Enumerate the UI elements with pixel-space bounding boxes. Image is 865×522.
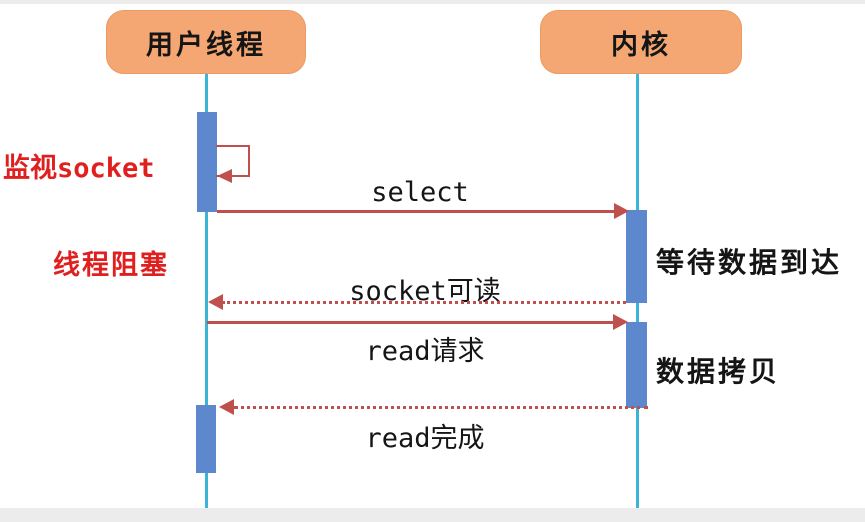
activation-bar-kernel-data-copy — [626, 322, 647, 408]
self-loop-arrowhead-icon — [217, 169, 232, 183]
actor-kernel-header: 内核 — [540, 10, 742, 74]
self-loop-arrow — [216, 145, 250, 177]
message-select-arrow — [217, 210, 616, 213]
lifeline-user-thread — [205, 74, 208, 508]
message-read-request-arrow — [207, 321, 615, 324]
actor-user-thread-header: 用户线程 — [106, 10, 306, 74]
message-read-request-label: read请求 — [365, 336, 485, 367]
message-socket-readable-arrow — [222, 301, 626, 304]
activation-bar-user-read-done — [196, 405, 216, 473]
message-select-label: select — [371, 177, 469, 208]
actor-kernel-label: 内核 — [611, 29, 671, 60]
message-read-request-arrowhead-icon — [613, 314, 628, 330]
message-select-arrowhead-icon — [614, 203, 629, 219]
message-socket-readable-arrowhead-icon — [208, 294, 223, 310]
message-read-complete-arrow — [234, 406, 648, 409]
top-border-strip — [0, 0, 865, 4]
annotation-monitor-socket: 监视socket — [3, 153, 155, 184]
annotation-data-copy: 数据拷贝 — [656, 356, 781, 387]
bottom-border-strip — [0, 508, 865, 522]
activation-bar-user-select — [197, 112, 217, 212]
message-read-complete-arrowhead-icon — [219, 399, 234, 415]
actor-user-thread-label: 用户线程 — [146, 29, 266, 60]
activation-bar-kernel-wait-data — [626, 210, 647, 303]
annotation-wait-data-arrival: 等待数据到达 — [656, 247, 843, 278]
message-read-complete-label: read完成 — [365, 423, 485, 454]
annotation-thread-blocked: 线程阻塞 — [53, 250, 169, 280]
